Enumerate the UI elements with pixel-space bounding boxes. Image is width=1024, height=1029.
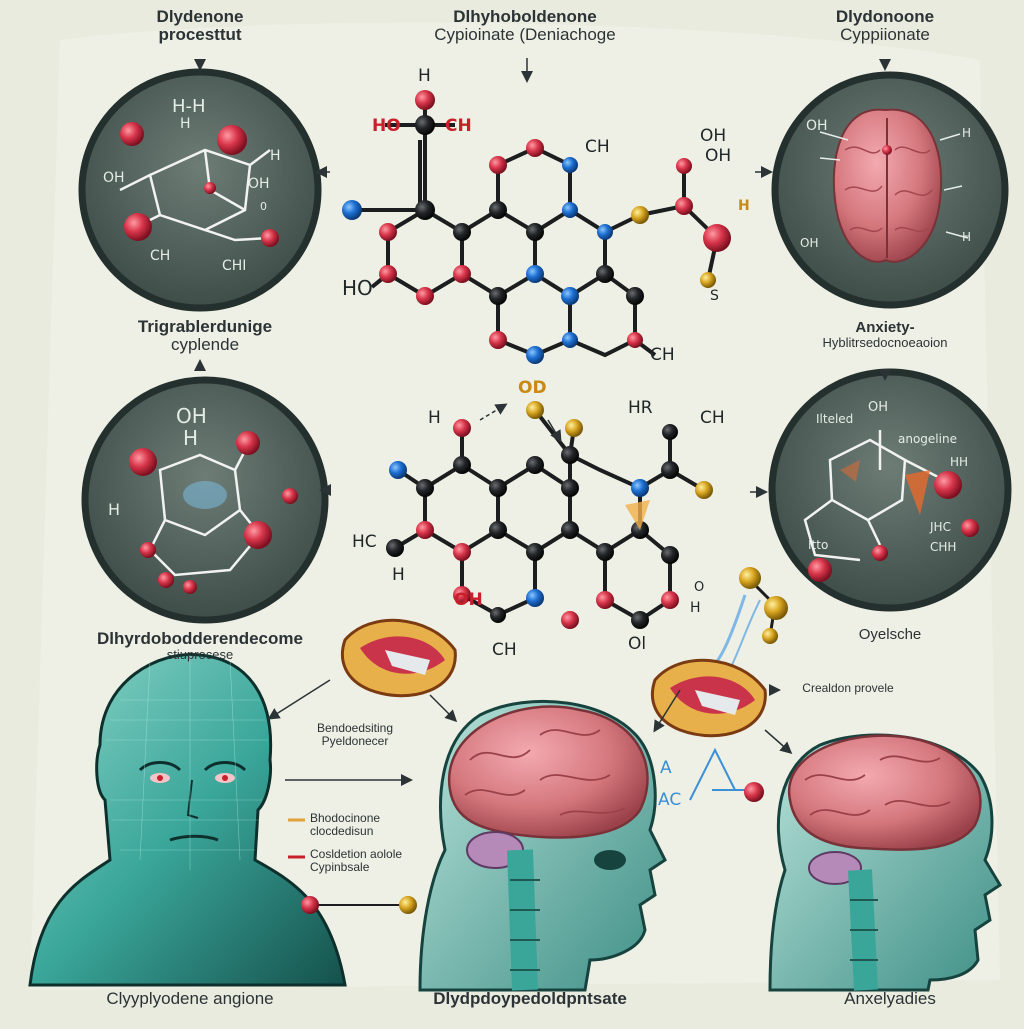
- c3-label: H: [962, 230, 972, 244]
- mol-label: HO: [372, 116, 401, 136]
- mol-label: OH: [705, 146, 732, 166]
- mol-label: O: [694, 580, 705, 595]
- lower-molecule-atoms: [386, 401, 713, 629]
- mol-label: H: [428, 408, 441, 428]
- c3-label: OH: [800, 236, 819, 250]
- c1-label: H: [180, 116, 191, 132]
- mol-label: Ol: [628, 634, 647, 654]
- molecule-circle-mid-right: [768, 368, 1012, 612]
- molecule-circle-top-left: [78, 68, 322, 312]
- molecule-circle-mid-left: [81, 376, 329, 624]
- title-mid-right: Anxiety-Hyblitrsedocnoeaoion: [822, 319, 948, 350]
- mol-label: CH: [445, 116, 472, 136]
- c1-label: CH: [150, 248, 171, 264]
- mouth-illustration-right: [650, 658, 767, 738]
- c3-label: OH: [806, 118, 828, 134]
- brain-circle-top-right: [771, 71, 1009, 309]
- c2-label: H: [183, 426, 199, 450]
- title-bottom-center: Dlydpdoypedoldpntsate: [433, 989, 627, 1008]
- c1-label: 0: [260, 200, 267, 213]
- c1-label: CHI: [222, 258, 247, 274]
- mol-label: OD: [518, 378, 547, 398]
- c4-label: OH: [868, 400, 889, 415]
- mol-label: OH: [454, 590, 483, 610]
- mol-label: H: [418, 66, 431, 86]
- arrow-label-ac: AC: [658, 790, 682, 810]
- mol-label: CH: [585, 137, 610, 157]
- c4-label: JHC: [930, 520, 951, 534]
- mol-label: H: [392, 565, 405, 585]
- mol-label: HO: [342, 276, 373, 300]
- mol-label: CH: [492, 640, 517, 660]
- c4-label: anogeline: [898, 432, 957, 446]
- mol-label: CH: [700, 408, 725, 428]
- label-crealdon: Crealdon provele: [802, 681, 894, 695]
- flow-arrows: [194, 58, 891, 786]
- c4-label: CHH: [930, 540, 957, 554]
- c2-label: H: [108, 500, 121, 519]
- title-bottom-right: Anxelyadies: [844, 989, 936, 1008]
- c1-label: OH: [248, 176, 270, 192]
- title-right-lower: Oyelsche: [858, 626, 922, 643]
- c4-label: Ilteled: [816, 412, 854, 426]
- mol-label: HR: [628, 398, 653, 418]
- mol-label: CH: [650, 345, 675, 365]
- mol-label: S: [710, 288, 719, 304]
- mol-label: H: [738, 198, 750, 214]
- head-with-brain-right: [768, 733, 1003, 992]
- mouth-illustration-left: [340, 618, 457, 698]
- title-bottom-left: Clyyplyodene angione: [106, 989, 274, 1008]
- c2-label: OH: [176, 404, 207, 428]
- gold-atom-chain: [699, 567, 788, 691]
- c1-label: OH: [103, 170, 125, 186]
- mol-label: HC: [352, 532, 377, 552]
- arrow-label-a: A: [660, 758, 672, 778]
- c3-label: H: [962, 126, 972, 140]
- legend-lines: [288, 818, 417, 914]
- upper-molecule-atoms: [342, 90, 731, 364]
- head-with-brain-center: [418, 699, 667, 992]
- mol-label: OH: [700, 126, 727, 146]
- c1-label: H-H: [172, 96, 206, 117]
- c4-label: HH: [950, 455, 969, 469]
- mol-label: H: [690, 600, 701, 616]
- ac-arrow-cluster: [689, 747, 764, 802]
- c1-label: H: [270, 148, 281, 164]
- c4-label: Itto: [808, 538, 829, 552]
- human-face-illustration: [28, 652, 347, 987]
